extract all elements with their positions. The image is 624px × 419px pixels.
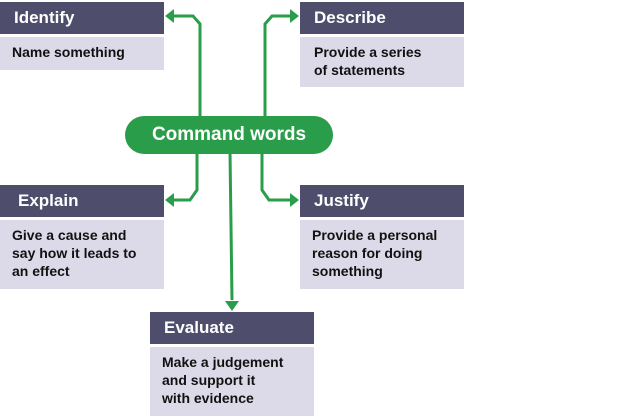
description-line: say how it leads to bbox=[12, 245, 137, 261]
description-line: with evidence bbox=[162, 390, 254, 406]
connector-identify bbox=[172, 14, 202, 118]
description-line: something bbox=[312, 263, 383, 279]
arrowhead-describe bbox=[290, 9, 299, 23]
description-line: reason for doing bbox=[312, 245, 423, 261]
card-title: Explain bbox=[0, 185, 164, 217]
card-describe: Describe Provide a series of statements bbox=[300, 2, 464, 87]
card-description: Name something bbox=[0, 37, 164, 70]
arrowhead-explain bbox=[165, 193, 174, 207]
arrowhead-identify bbox=[165, 9, 174, 23]
description-line: Make a judgement bbox=[162, 354, 284, 370]
card-explain: Explain Give a cause and say how it lead… bbox=[0, 185, 164, 289]
card-identify: Identify Name something bbox=[0, 2, 164, 70]
description-line: and support it bbox=[162, 372, 256, 388]
command-words-pill: Command words bbox=[125, 116, 333, 154]
card-justify: Justify Provide a personal reason for do… bbox=[300, 185, 464, 289]
description-line: Name something bbox=[12, 44, 125, 60]
description-line: Provide a personal bbox=[312, 227, 438, 243]
arrowhead-justify bbox=[290, 193, 299, 207]
connector-describe bbox=[263, 14, 292, 118]
card-title: Identify bbox=[0, 2, 164, 34]
command-words-label: Command words bbox=[151, 124, 307, 145]
connector-evaluate bbox=[228, 151, 234, 301]
description-line: of statements bbox=[314, 62, 406, 78]
connector-explain bbox=[172, 152, 199, 202]
card-description: Provide a series of statements bbox=[300, 37, 464, 87]
arrowhead-evaluate bbox=[225, 301, 239, 311]
card-title: Justify bbox=[300, 185, 464, 217]
card-description: Give a cause and say how it leads to an … bbox=[0, 220, 164, 289]
card-description: Provide a personal reason for doing some… bbox=[300, 220, 464, 289]
connector-justify bbox=[260, 152, 292, 202]
description-line: Provide a series bbox=[314, 44, 422, 60]
card-title: Describe bbox=[300, 2, 464, 34]
card-evaluate: Evaluate Make a judgement and support it… bbox=[150, 312, 314, 416]
card-title: Evaluate bbox=[150, 312, 314, 344]
description-line: Give a cause and bbox=[12, 227, 127, 243]
card-description: Make a judgement and support it with evi… bbox=[150, 347, 314, 416]
description-line: an effect bbox=[12, 263, 70, 279]
